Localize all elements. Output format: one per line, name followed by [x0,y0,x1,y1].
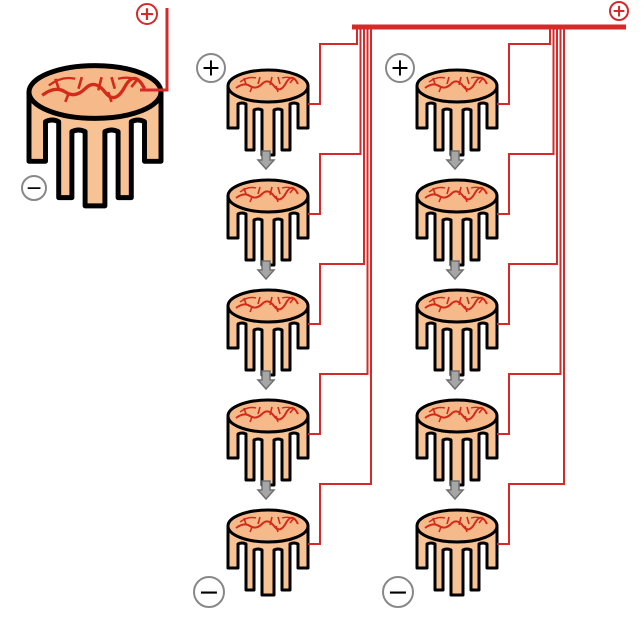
battery-cell-icon [226,398,310,487]
cell-lead-wire [308,27,372,545]
cell-lead-wire [308,27,369,435]
svg-text:+: + [612,2,626,22]
svg-text:+: + [390,54,410,82]
down-arrow-icon [256,370,276,391]
battery-cell-icon [415,178,499,267]
down-arrow-icon [256,480,276,501]
positive-terminal-icon: + [196,53,226,83]
single-cell-group: +− [21,3,169,206]
battery-cell-icon [415,68,499,157]
battery-stack-left [226,68,310,597]
negative-terminal-icon: − [193,576,225,608]
battery-cell-icon [226,68,310,157]
positive-bus-terminal-icon: + [609,1,629,22]
down-arrow-icon [445,370,465,391]
battery-cell-icon [29,66,161,206]
battery-cell-icon [415,398,499,487]
cell-lead-wire [308,27,358,105]
svg-text:+: + [201,54,221,82]
cell-lead-wire [497,27,565,545]
down-arrow-icon [445,480,465,501]
battery-stack-right [415,68,499,597]
battery-cell-icon [226,508,310,597]
cell-lead-wire [497,27,558,325]
terminals: + + − + − [193,1,629,608]
cell-lead-wire [497,27,551,105]
down-arrow-icon [445,150,465,171]
svg-text:−: − [198,577,219,607]
battery-cell-icon [226,288,310,377]
down-arrow-icon [256,260,276,281]
cell-lead-wire [497,27,562,435]
svg-text:−: − [387,577,408,607]
battery-cell-icon [415,288,499,377]
positive-terminal-icon: + [136,3,158,25]
negative-terminal-icon: − [382,576,414,608]
cell-lead-wire [308,27,365,325]
svg-text:+: + [139,3,155,25]
wiring [308,24,626,545]
svg-text:−: − [25,176,42,200]
cell-lead-wire [308,27,362,215]
battery-cell-icon [415,508,499,597]
negative-terminal-icon: − [21,175,47,201]
down-arrow-icon [445,260,465,281]
cell-lead-wire [497,27,555,215]
positive-terminal-icon: + [385,53,415,83]
down-arrow-icon [256,150,276,171]
battery-cell-icon [226,178,310,267]
